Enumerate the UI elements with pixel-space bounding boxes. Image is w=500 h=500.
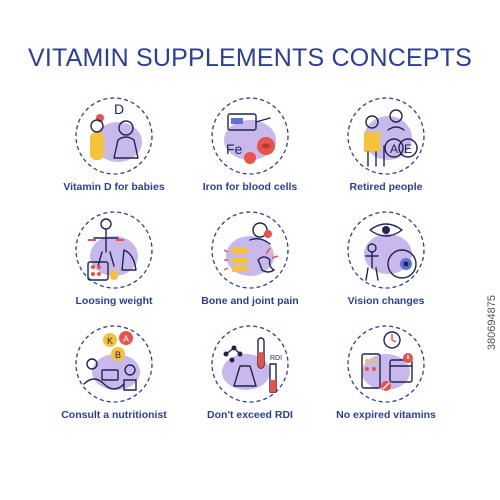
- concept-label: Vitamin D for babies: [63, 181, 165, 193]
- concept-label: Vision changes: [347, 295, 425, 307]
- concept-label: Don't exceed RDI: [207, 409, 293, 421]
- rdi-text: RDI: [270, 355, 282, 362]
- watermark-id: 380694875: [486, 294, 498, 350]
- nutritionist-icon: K B A: [75, 325, 153, 403]
- concept-label: Bone and joint pain: [201, 295, 299, 307]
- concept-bone-joint-pain: Bone and joint pain: [182, 210, 318, 324]
- concept-vision-changes: Vision changes: [318, 210, 454, 324]
- concept-label: Consult a nutritionist: [61, 409, 167, 421]
- page-title: VITAMIN SUPPLEMENTS CONCEPTS: [27, 44, 473, 72]
- expired-vitamins-icon: [347, 325, 425, 403]
- retired-people-icon: A E: [347, 97, 425, 175]
- weight-loss-icon: [75, 211, 153, 289]
- concept-label: Iron for blood cells: [202, 181, 298, 193]
- vision-changes-icon: [347, 211, 425, 289]
- concept-loosing-weight: Loosing weight: [46, 210, 182, 324]
- iron-blood-cells-icon: Fe: [211, 97, 289, 175]
- vitamin-a-letter: A: [390, 142, 398, 156]
- concept-label: Retired people: [349, 181, 423, 193]
- concept-label: No expired vitamins: [336, 409, 436, 421]
- concept-retired-people: A E Retired people: [318, 96, 454, 210]
- fe-symbol: Fe: [226, 141, 243, 157]
- rdi-icon: RDI: [211, 325, 289, 403]
- concept-label: Loosing weight: [75, 295, 153, 307]
- baby-vitamin-d-icon: D: [75, 97, 153, 175]
- concept-dont-exceed-rdi: RDI Don't exceed RDI: [182, 324, 318, 438]
- vitamin-d-letter: D: [114, 101, 124, 117]
- vitamin-b-letter: B: [115, 350, 121, 360]
- vitamin-k-letter: K: [107, 336, 113, 346]
- vitamin-e-letter: E: [404, 142, 412, 156]
- concept-vitamin-d-babies: D Vitamin D for babies: [46, 96, 182, 210]
- bone-joint-pain-icon: [211, 211, 289, 289]
- concepts-grid: D Vitamin D for babies Fe Iron for blood…: [46, 96, 454, 436]
- concept-no-expired-vitamins: No expired vitamins: [318, 324, 454, 438]
- concept-consult-nutritionist: K B A Consult a nutritionist: [46, 324, 182, 438]
- vitamin-a-letter-2: A: [123, 334, 129, 344]
- concept-iron-blood: Fe Iron for blood cells: [182, 96, 318, 210]
